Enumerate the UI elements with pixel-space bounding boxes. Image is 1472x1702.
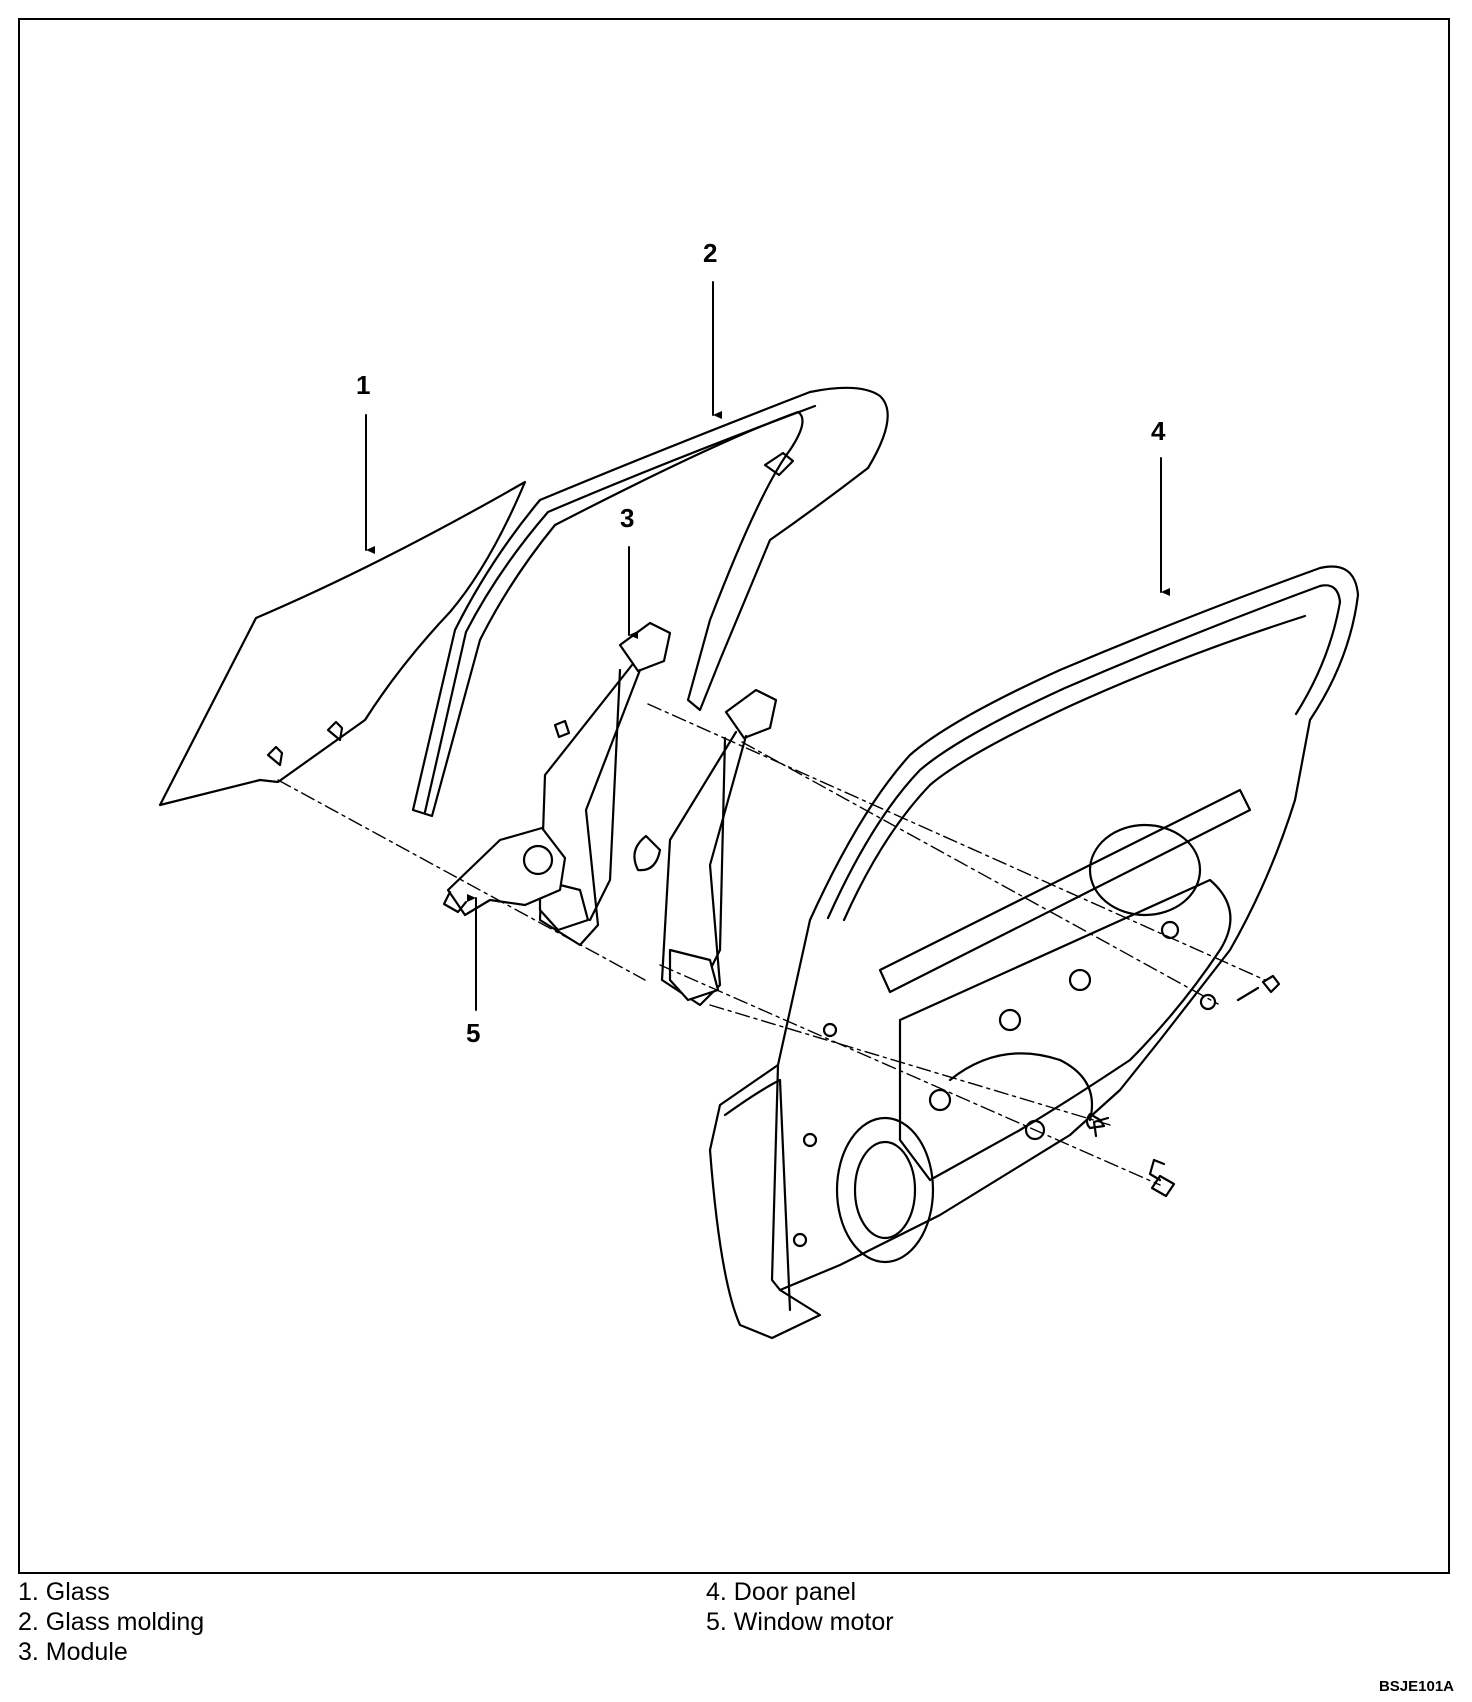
legend-item-module: 3. Module <box>18 1638 128 1666</box>
callout-5: 5 <box>466 1018 481 1048</box>
callout-3: 3 <box>620 503 635 533</box>
callout-arrows <box>365 281 1170 1011</box>
legend-item-door-panel: 4. Door panel <box>706 1578 857 1606</box>
assembly-lines <box>277 703 1266 1186</box>
callout-2: 2 <box>703 238 718 268</box>
legend-item-glass-molding: 2. Glass molding <box>18 1608 205 1636</box>
figure-code: BSJE101A <box>1378 1678 1454 1695</box>
module-part <box>538 621 778 1007</box>
legend-item-window-motor: 5. Window motor <box>706 1608 894 1636</box>
door-panel-part <box>708 565 1360 1340</box>
exploded-door-diagram <box>158 281 1360 1340</box>
window-motor-part <box>442 826 567 917</box>
callout-4: 4 <box>1151 416 1166 446</box>
glass-part <box>158 480 527 807</box>
diagram-frame: 1 2 3 4 5 <box>18 18 1450 1574</box>
legend-item-glass: 1. Glass <box>18 1578 110 1606</box>
glass-molding-part <box>411 386 889 818</box>
fastener-parts <box>1085 974 1281 1198</box>
legend-right: 4. Door panel 5. Window motor <box>706 1577 894 1637</box>
callout-1: 1 <box>356 370 371 400</box>
legend-left: 1. Glass 2. Glass molding 3. Module <box>18 1577 204 1667</box>
